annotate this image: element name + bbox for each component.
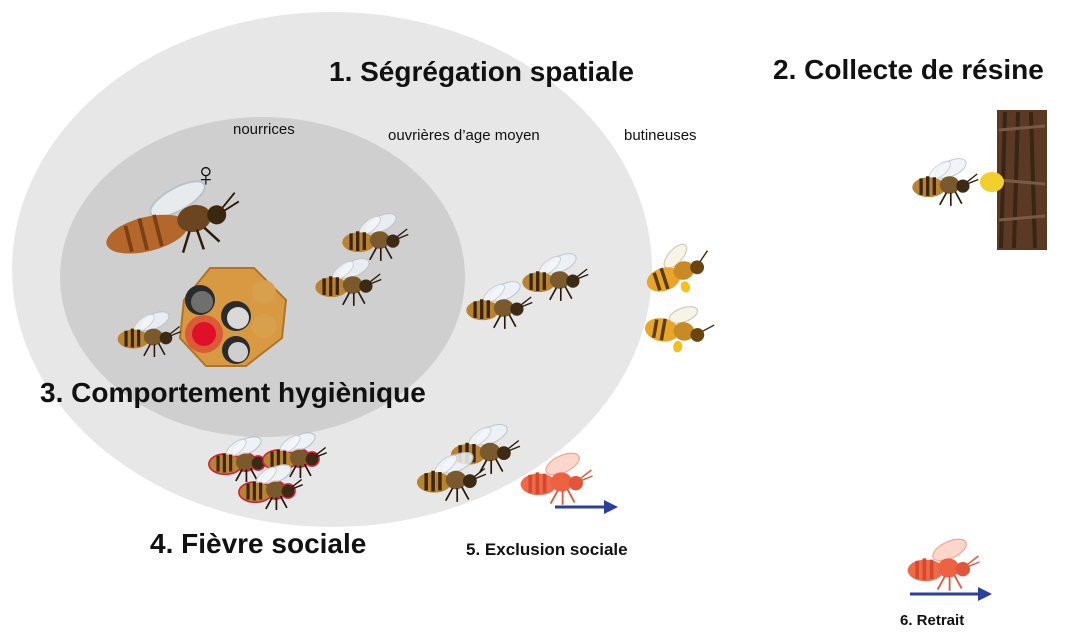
resin-droplet bbox=[980, 172, 1004, 192]
exclusion-arrow bbox=[555, 500, 618, 514]
forager-bee bbox=[639, 293, 720, 360]
title-exclusion-sociale: 5. Exclusion sociale bbox=[466, 540, 628, 559]
caste-label-nourrices: nourrices bbox=[233, 121, 295, 138]
brood-comb bbox=[178, 267, 288, 367]
caste-label-butineuses: butineuses bbox=[624, 127, 697, 144]
title-segregation-spatiale: 1. Ségrégation spatiale bbox=[329, 56, 634, 87]
title-retrait: 6. Retrait bbox=[900, 612, 965, 629]
middle-aged-worker-bee bbox=[340, 207, 410, 263]
queen-bee bbox=[106, 180, 240, 254]
queen-female-symbol: ♀ bbox=[193, 156, 219, 194]
middle-aged-worker-bee bbox=[313, 252, 383, 308]
caste-label-ouvrieres: ouvrières d’age moyen bbox=[388, 127, 540, 144]
nurse-bee bbox=[116, 306, 183, 359]
title-fievre-sociale: 4. Fièvre sociale bbox=[150, 528, 367, 559]
middle-aged-worker-bee bbox=[464, 275, 534, 331]
tree-trunk bbox=[997, 110, 1047, 250]
forager-bee bbox=[635, 231, 720, 306]
title-comportement-hygienique: 3. Comportement hygiènique bbox=[40, 377, 426, 408]
excluded-sick-bee bbox=[518, 446, 595, 507]
withdrawing-sick-bee bbox=[905, 532, 982, 593]
title-collecte-resine: 2. Collecte de résine bbox=[773, 54, 1044, 85]
withdrawal-arrow bbox=[910, 587, 992, 601]
middle-aged-worker-bee bbox=[520, 247, 590, 303]
resin-collecting-bee bbox=[910, 152, 980, 208]
